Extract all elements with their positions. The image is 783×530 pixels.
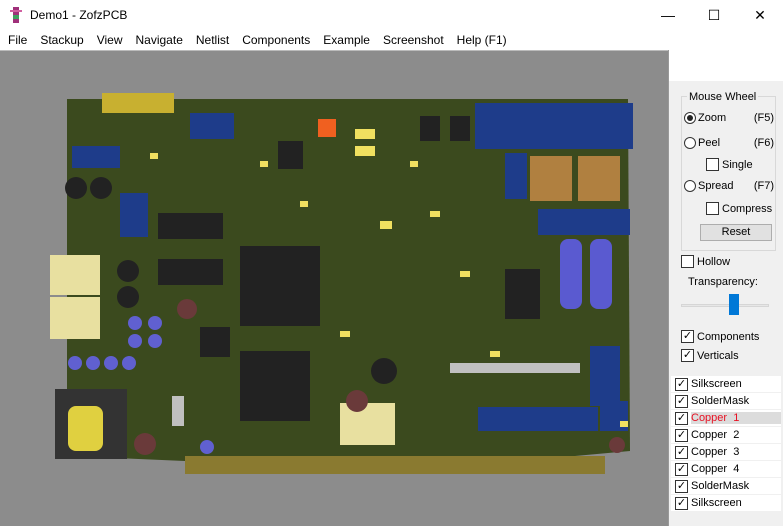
layer-item[interactable]: ✓Copper 2 bbox=[671, 427, 781, 444]
layer-label: SolderMask bbox=[691, 480, 750, 492]
checkmark-icon: ✓ bbox=[675, 462, 688, 476]
menu-screenshot[interactable]: Screenshot bbox=[382, 33, 444, 47]
menu-view[interactable]: View bbox=[96, 33, 123, 47]
hollow-label: Hollow bbox=[697, 255, 731, 268]
layer-list: ✓Silkscreen ✓SolderMask ✓Copper 1 ✓Coppe… bbox=[671, 376, 781, 512]
compress-checkbox[interactable]: Compress bbox=[706, 202, 772, 215]
components-label: Components bbox=[697, 330, 760, 343]
layer-item[interactable]: ✓Silkscreen bbox=[671, 495, 781, 512]
checkmark-icon: ✓ bbox=[675, 411, 688, 425]
layer-item-selected[interactable]: ✓Copper 1 bbox=[671, 410, 781, 427]
layer-label: Silkscreen bbox=[691, 497, 742, 509]
peel-shortcut: (F6) bbox=[753, 137, 774, 149]
menu-netlist[interactable]: Netlist bbox=[195, 33, 230, 47]
checkmark-icon: ✓ bbox=[681, 330, 694, 343]
minimize-button[interactable]: — bbox=[661, 7, 675, 23]
checkmark-icon: ✓ bbox=[675, 377, 688, 391]
menu-stackup[interactable]: Stackup bbox=[40, 33, 84, 47]
layer-label: Silkscreen bbox=[691, 378, 742, 390]
layer-item[interactable]: ✓SolderMask bbox=[671, 478, 781, 495]
menu-bar: File Stackup View Navigate Netlist Compo… bbox=[0, 30, 783, 50]
checkmark-icon: ✓ bbox=[675, 428, 688, 442]
verticals-checkbox[interactable]: ✓Verticals bbox=[681, 349, 739, 362]
checkbox-icon bbox=[681, 255, 694, 268]
layer-item[interactable]: ✓Copper 4 bbox=[671, 461, 781, 478]
spread-radio[interactable]: Spread (F7) bbox=[684, 180, 774, 192]
checkbox-icon bbox=[706, 158, 719, 171]
control-panel: Mouse Wheel Zoom (F5) Peel (F6) Single Spr… bbox=[668, 50, 783, 526]
checkmark-icon: ✓ bbox=[675, 445, 688, 459]
verticals-label: Verticals bbox=[697, 349, 739, 362]
pcb-3d-viewport[interactable] bbox=[0, 50, 668, 526]
checkbox-icon bbox=[706, 202, 719, 215]
radio-icon bbox=[684, 137, 696, 149]
layer-item[interactable]: ✓SolderMask bbox=[671, 393, 781, 410]
maximize-button[interactable]: ☐ bbox=[707, 7, 721, 23]
zoom-shortcut: (F5) bbox=[753, 112, 774, 124]
layer-item[interactable]: ✓Silkscreen bbox=[671, 376, 781, 393]
radio-icon bbox=[684, 180, 696, 192]
layer-label: Copper 3 bbox=[691, 446, 740, 458]
zoom-label: Zoom bbox=[698, 112, 727, 124]
checkmark-icon: ✓ bbox=[675, 496, 688, 510]
pcb-board-render bbox=[50, 93, 633, 474]
checkmark-icon: ✓ bbox=[675, 479, 688, 493]
zoom-radio[interactable]: Zoom (F5) bbox=[684, 112, 774, 124]
layer-label: Copper 4 bbox=[691, 463, 740, 475]
transparency-label: Transparency: bbox=[688, 276, 758, 288]
layer-item[interactable]: ✓Copper 3 bbox=[671, 444, 781, 461]
hollow-checkbox[interactable]: Hollow bbox=[681, 255, 730, 268]
spread-label: Spread bbox=[698, 180, 734, 192]
menu-navigate[interactable]: Navigate bbox=[135, 33, 183, 47]
compress-label: Compress bbox=[722, 202, 773, 215]
peel-label: Peel bbox=[698, 137, 721, 149]
reset-button[interactable]: Reset bbox=[700, 224, 772, 241]
components-checkbox[interactable]: ✓Components bbox=[681, 330, 759, 343]
transparency-slider-track[interactable] bbox=[681, 304, 769, 307]
menu-components[interactable]: Components bbox=[242, 33, 311, 47]
menu-example[interactable]: Example bbox=[323, 33, 370, 47]
radio-selected-icon bbox=[684, 112, 696, 124]
single-label: Single bbox=[722, 158, 753, 171]
close-button[interactable]: ✕ bbox=[754, 7, 766, 23]
menu-help[interactable]: Help (F1) bbox=[456, 33, 507, 47]
single-checkbox[interactable]: Single bbox=[706, 158, 753, 171]
mouse-wheel-label: Mouse Wheel bbox=[687, 91, 759, 103]
spread-shortcut: (F7) bbox=[753, 180, 774, 192]
layer-label: Copper 1 bbox=[691, 412, 781, 424]
layer-label: Copper 2 bbox=[691, 429, 740, 441]
window-title: Demo1 - ZofzPCB bbox=[30, 8, 128, 22]
checkmark-icon: ✓ bbox=[681, 349, 694, 362]
app-icon bbox=[10, 7, 22, 23]
checkmark-icon: ✓ bbox=[675, 394, 688, 408]
panel-header-blank bbox=[669, 50, 783, 81]
layer-label: SolderMask bbox=[691, 395, 750, 407]
peel-radio[interactable]: Peel (F6) bbox=[684, 137, 774, 149]
title-bar: Demo1 - ZofzPCB — ☐ ✕ bbox=[0, 0, 783, 30]
menu-file[interactable]: File bbox=[8, 33, 28, 47]
transparency-slider-thumb[interactable] bbox=[729, 294, 739, 315]
